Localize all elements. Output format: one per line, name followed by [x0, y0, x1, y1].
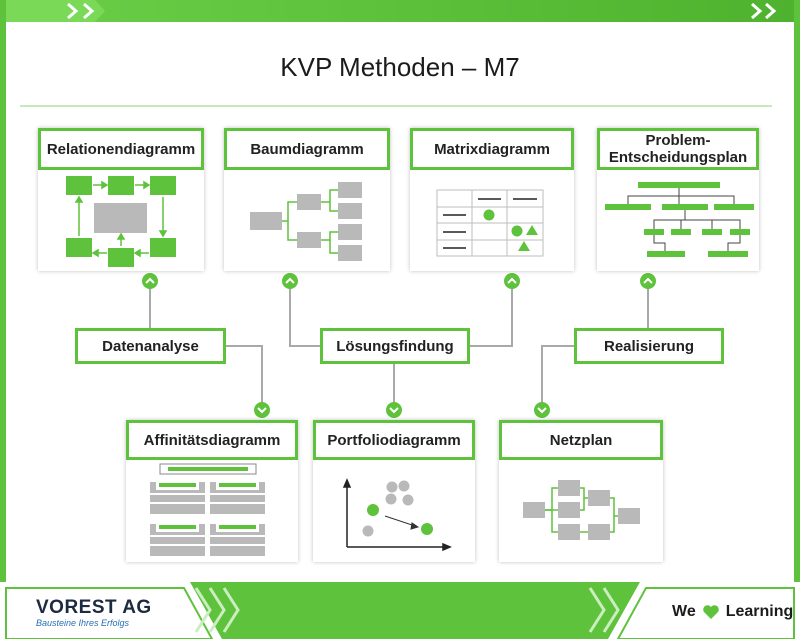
label-problem-line2: Entscheidungsplan	[608, 149, 748, 166]
we-love-learning: We Learning	[672, 603, 793, 621]
label-portfoliodiagramm: Portfoliodiagramm	[313, 420, 475, 460]
we-text: We	[672, 603, 696, 620]
stage-loesungsfindung: Lösungsfindung	[320, 328, 470, 364]
problem-entscheidungsplan-sketch	[605, 182, 754, 257]
page-title: KVP Methoden – M7	[280, 52, 520, 82]
vorest-logo: VOREST AG Bausteine Ihres Erfolgs	[36, 597, 196, 628]
label-problem-entscheidungsplan: Problem- Entscheidungsplan	[597, 128, 759, 170]
label-baumdiagramm: Baumdiagramm	[224, 128, 390, 170]
stage-datenanalyse: Datenanalyse	[75, 328, 226, 364]
label-relationendiagramm: Relationendiagramm	[38, 128, 204, 170]
chevron-down-icons	[254, 402, 550, 418]
netzplan-sketch	[523, 480, 640, 540]
label-problem-line1: Problem-	[645, 132, 711, 149]
company-slogan: Bausteine Ihres Erfolgs	[36, 618, 130, 628]
heart-icon	[702, 605, 719, 619]
label-affinitaetsdiagramm: Affinitätsdiagramm	[126, 420, 298, 460]
label-matrixdiagramm: Matrixdiagramm	[410, 128, 574, 170]
relationendiagramm-sketch	[66, 176, 176, 267]
company-name: VOREST AG	[36, 597, 152, 618]
matrixdiagramm-sketch	[436, 189, 544, 257]
chevron-up-icons	[142, 273, 656, 289]
portfoliodiagramm-sketch	[342, 478, 452, 552]
baumdiagramm-sketch	[250, 182, 362, 261]
affinitaetsdiagramm-sketch	[150, 463, 265, 556]
stage-realisierung: Realisierung	[574, 328, 724, 364]
label-netzplan: Netzplan	[499, 420, 663, 460]
learning-text: Learning	[725, 603, 794, 620]
